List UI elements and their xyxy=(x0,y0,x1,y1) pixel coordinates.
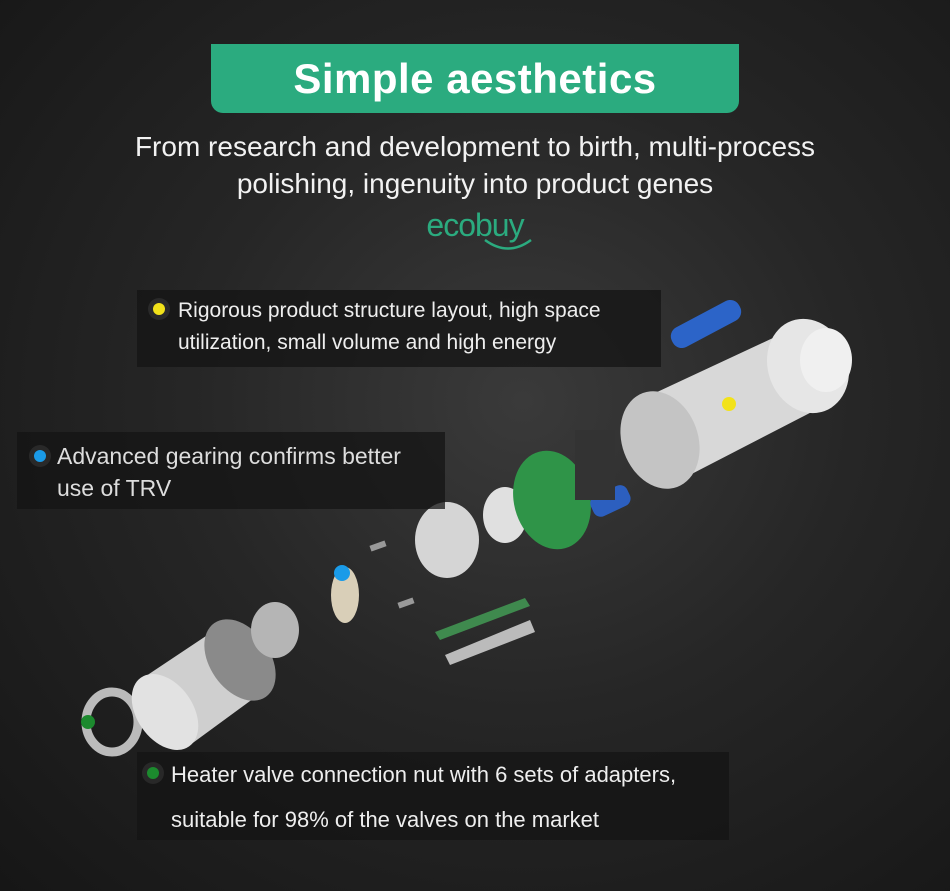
marker-yellow xyxy=(722,397,736,411)
circuit-strip xyxy=(435,598,530,640)
gear-bracket xyxy=(251,602,299,658)
brand-logo-text: ecobuy xyxy=(426,207,524,243)
contact-plate xyxy=(445,620,535,665)
pcb-board xyxy=(513,450,591,550)
subtitle-line-1: From research and development to birth, … xyxy=(134,131,816,162)
frame xyxy=(575,430,615,500)
screw xyxy=(397,597,415,609)
callout-structure: Rigorous product structure layout, high … xyxy=(137,290,661,367)
battery xyxy=(670,299,742,349)
marker-green xyxy=(81,715,95,729)
section-title-banner: Simple aesthetics xyxy=(211,44,739,113)
screw xyxy=(369,540,387,552)
logo-smile-icon xyxy=(484,238,532,250)
callout-nut: Heater valve connection nut with 6 sets … xyxy=(137,752,729,840)
green-dot-icon xyxy=(147,767,159,779)
callout-structure-line-1: Rigorous product structure layout, high … xyxy=(178,299,601,322)
callout-nut-line-1: Heater valve connection nut with 6 sets … xyxy=(171,762,677,787)
battery-inner xyxy=(590,485,631,517)
marker-blue xyxy=(334,565,350,581)
motor-housing xyxy=(415,502,479,578)
callout-gearing-line-2: use of TRV xyxy=(57,475,172,501)
blue-dot-icon xyxy=(34,450,46,462)
yellow-dot-icon xyxy=(153,303,165,315)
subtitle: From research and development to birth, … xyxy=(0,128,950,202)
gears xyxy=(331,567,359,623)
callout-gearing: Advanced gearing confirms better use of … xyxy=(17,432,445,509)
callout-gearing-line-1: Advanced gearing confirms better xyxy=(57,443,401,469)
subtitle-line-2: polishing, ingenuity into product genes xyxy=(236,168,714,199)
callout-nut-line-2: suitable for 98% of the valves on the ma… xyxy=(171,807,600,832)
callout-structure-line-2: utilization, small volume and high energ… xyxy=(178,331,557,354)
main-head xyxy=(620,318,852,489)
brand-logo: ecobuy xyxy=(0,207,950,250)
